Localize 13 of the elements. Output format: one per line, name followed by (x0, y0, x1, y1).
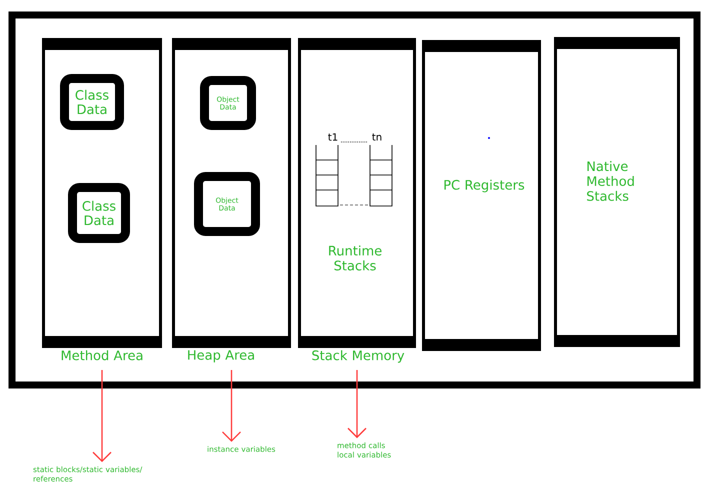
frame-box (8, 12, 700, 388)
arrow (92, 370, 112, 462)
arrow (348, 370, 366, 438)
thread-label: tn (372, 133, 382, 140)
thread-label: t1 (328, 133, 338, 141)
memory-area-column: PC Registers (422, 40, 541, 351)
data-box: Class Data (68, 183, 130, 243)
node-label: Method Area (62, 350, 142, 360)
arrow (222, 370, 241, 442)
node-label: Stack Memory (312, 350, 404, 363)
data-box: Class Data (60, 74, 124, 130)
node-label: Heap Area (188, 350, 254, 362)
memory-area-column: Native Method Stacks (554, 37, 680, 347)
